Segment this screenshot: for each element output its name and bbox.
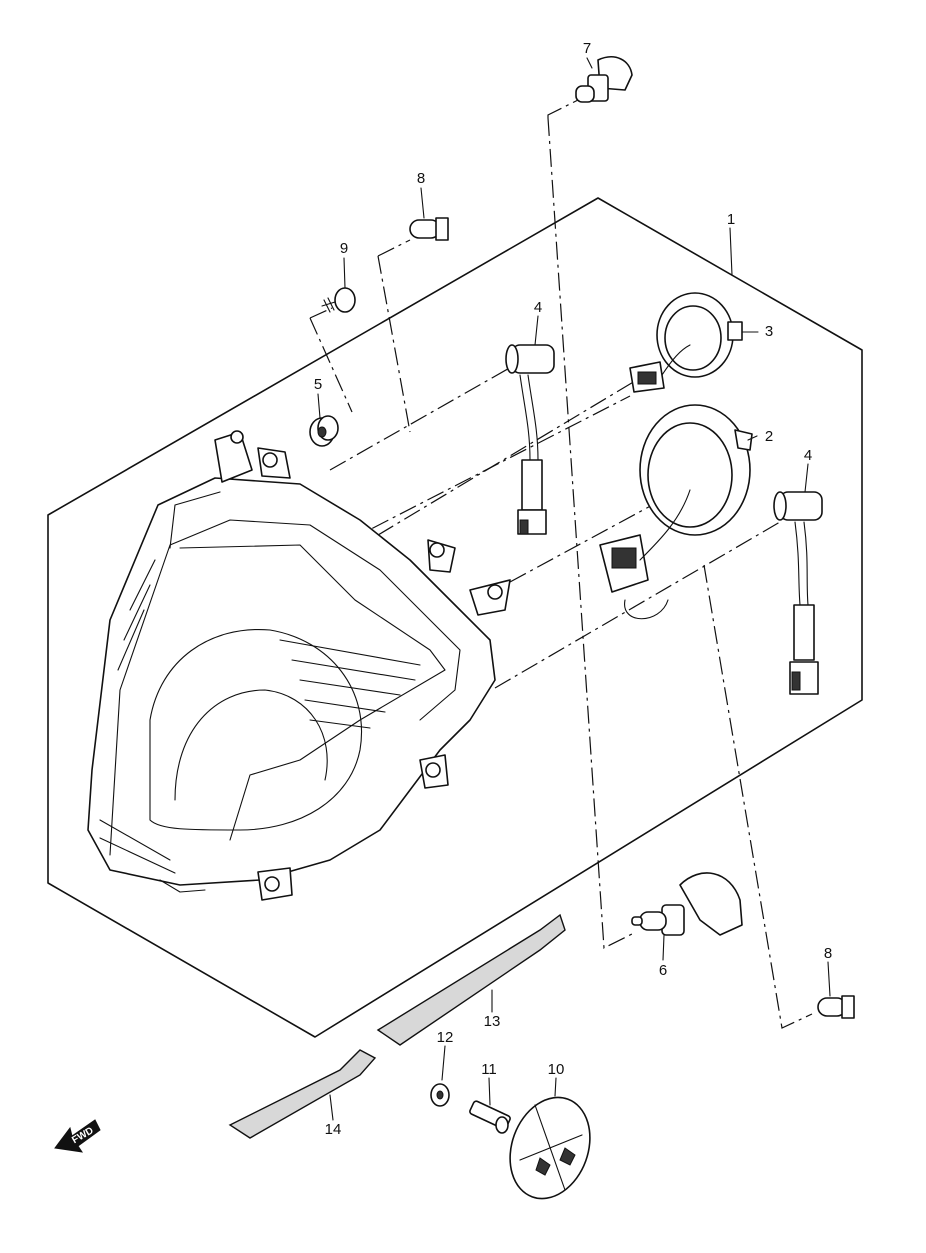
callout-14: 14 — [325, 1121, 342, 1138]
position-lamp-socket — [629, 292, 743, 393]
callout-12: 12 — [437, 1029, 454, 1046]
grommet — [309, 415, 339, 447]
trim-strip-lower — [228, 1049, 377, 1139]
callout-8-upper: 8 — [417, 170, 425, 187]
reflector — [509, 1096, 591, 1200]
callout-numbers: 1 2 3 4 4 5 6 7 8 8 9 10 11 12 13 14 — [314, 40, 832, 1138]
callout-3: 3 — [765, 323, 773, 340]
callout-9: 9 — [340, 240, 348, 257]
assembly-frame — [47, 197, 863, 1038]
callout-10: 10 — [548, 1061, 565, 1078]
callout-2: 2 — [765, 428, 773, 445]
leader-lines — [317, 57, 831, 1121]
wedge-bulb-lower — [817, 995, 855, 1019]
callout-11: 11 — [481, 1061, 497, 1078]
callout-13: 13 — [484, 1013, 501, 1030]
wire-socket-upper — [505, 344, 555, 535]
headlight-bulb-upper — [575, 56, 633, 103]
callout-6: 6 — [659, 962, 667, 979]
washer — [430, 1083, 450, 1107]
bolt — [469, 1100, 511, 1134]
wedge-bulb-upper — [409, 217, 449, 241]
fwd-label: FWD — [70, 1125, 95, 1146]
fwd-arrow-icon: FWD — [54, 1119, 101, 1153]
headlamp-socket-ring — [599, 404, 753, 620]
headlamp-housing — [87, 430, 511, 901]
callout-5: 5 — [314, 376, 322, 393]
callout-4-right: 4 — [804, 447, 812, 464]
callout-4-upper: 4 — [534, 299, 542, 316]
callout-8-lower: 8 — [824, 945, 832, 962]
callout-7: 7 — [583, 40, 591, 57]
headlight-bulb-lower — [631, 872, 743, 936]
callout-1: 1 — [727, 211, 735, 228]
wire-socket-right — [773, 491, 823, 695]
trim-strip-upper — [376, 913, 566, 1046]
screw — [321, 287, 356, 313]
